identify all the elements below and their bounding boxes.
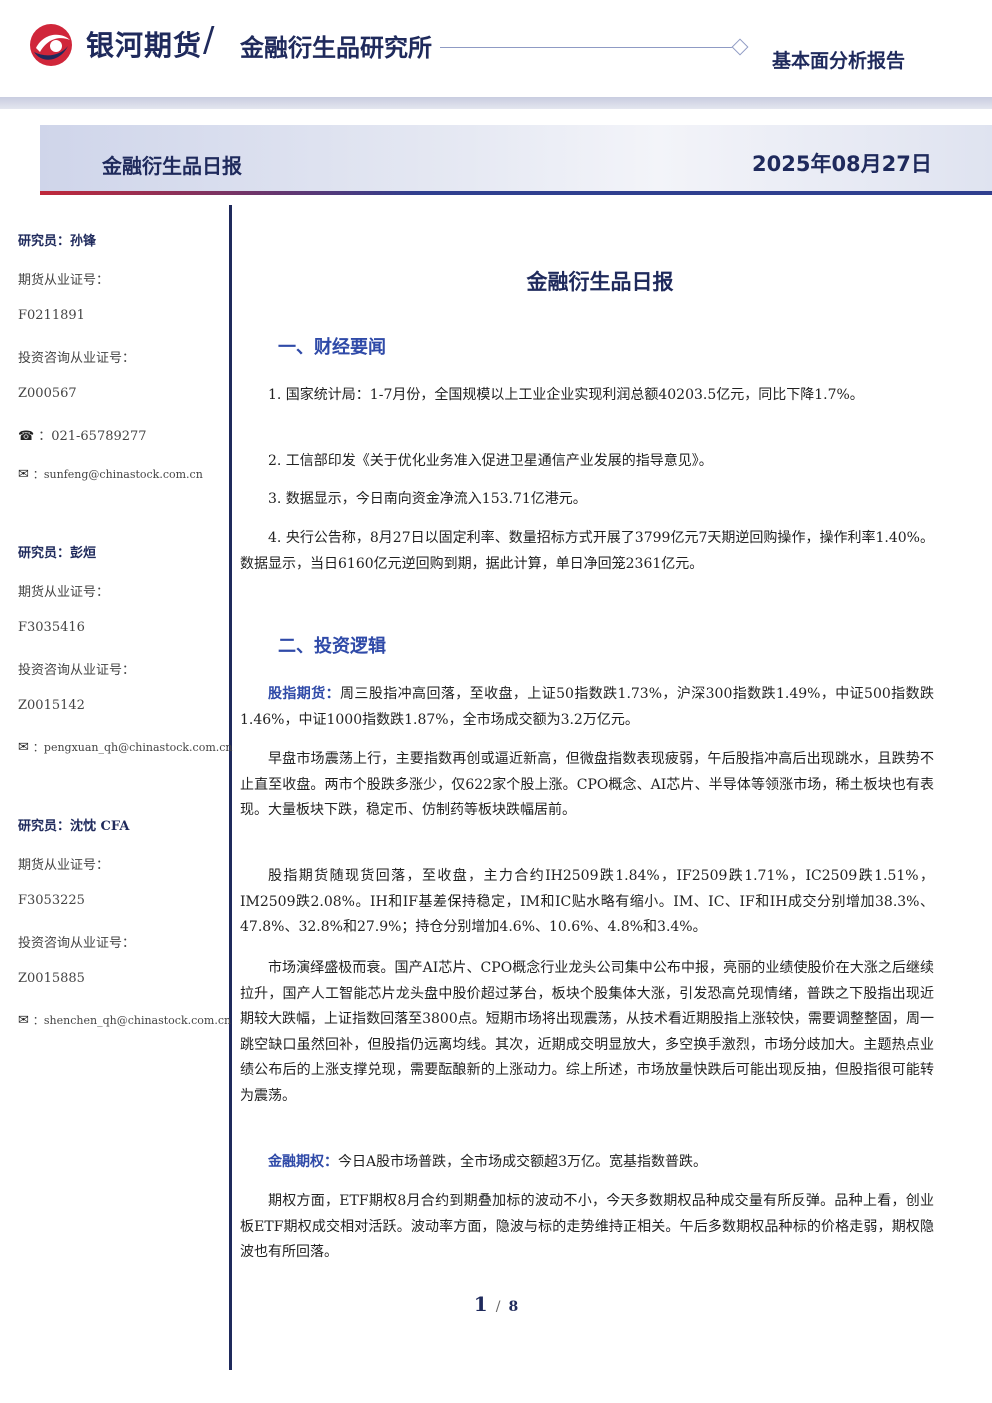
news-item: 1. 国家统计局：1-7月份，全国规模以上工业企业实现利润总额40203.5亿元… (268, 387, 864, 403)
consult-cert-number: Z0015142 (18, 698, 85, 713)
news-item: 2. 工信部印发《关于优化业务准入促进卫星通信产业发展的指导意见》。 (268, 453, 713, 469)
stock-market-paragraph: 早盘市场震荡上行，主要指数再创或逼近新高，但微盘指数表现疲弱，午后股指冲高后出现… (240, 751, 934, 818)
institute-name: 金融衍生品研究所 (240, 34, 432, 62)
report-type: 基本面分析报告 (772, 50, 906, 72)
email-address[interactable]: ：pengxuan_qh@chinastock.com.cn (32, 741, 233, 754)
header-diamond-icon (731, 38, 749, 56)
section-heading-news: 一、财经要闻 (278, 337, 386, 358)
top-header: 银河期货 / 金融衍生品研究所 基本面分析报告 (0, 0, 992, 100)
section-heading-logic: 二、投资逻辑 (278, 636, 386, 657)
phone-number: ：021-65789277 (38, 429, 147, 444)
market-outlook-paragraph: 市场演绎盛极而衰。国产AI芯片、CPO概念行业龙头公司集中公布中报，亮丽的业绩使… (240, 960, 934, 1104)
report-date: 2025年08月27日 (752, 152, 932, 176)
current-page: 1 (473, 1292, 488, 1316)
header-band (0, 97, 992, 109)
email-icon: ✉ (18, 1013, 29, 1028)
page-number: 1 / 8 (0, 1292, 992, 1316)
email-icon: ✉ (18, 467, 29, 482)
email-row: ✉：sunfeng@chinastock.com.cn (18, 466, 203, 482)
futures-cert-label: 期货从业证号： (18, 585, 110, 600)
total-pages: 8 (508, 1299, 519, 1315)
phone-row: ☎：021-65789277 (18, 425, 147, 444)
email-row: ✉：pengxuan_qh@chinastock.com.cn (18, 739, 233, 755)
email-address[interactable]: ：sunfeng@chinastock.com.cn (32, 468, 203, 481)
email-row: ✉：shenchen_qh@chinastock.com.cn (18, 1012, 231, 1028)
header-divider-line (440, 47, 732, 48)
band-title: 金融衍生品日报 (102, 154, 242, 178)
email-address[interactable]: ：shenchen_qh@chinastock.com.cn (32, 1014, 232, 1027)
futures-cert-number: F0211891 (18, 308, 85, 323)
financial-options-text: 今日A股市场普跌，全市场成交额超3万亿。宽基指数普跌。 (338, 1154, 708, 1170)
stock-index-futures-paragraph: 股指期货：周三股指冲高回落，至收盘，上证50指数跌1.73%，沪深300指数跌1… (240, 682, 934, 733)
stock-index-futures-text: 周三股指冲高回落，至收盘，上证50指数跌1.73%，沪深300指数跌1.49%，… (240, 686, 934, 728)
consult-cert-label: 投资咨询从业证号： (18, 936, 136, 951)
title-band (40, 125, 992, 191)
researcher-name: 研究员：彭烜 (18, 546, 97, 561)
financial-options-label: 金融期权： (268, 1154, 338, 1170)
futures-cert-label: 期货从业证号： (18, 273, 110, 288)
consult-cert-label: 投资咨询从业证号： (18, 663, 136, 678)
financial-options-paragraph: 金融期权：今日A股市场普跌，全市场成交额超3万亿。宽基指数普跌。 (240, 1150, 934, 1176)
researcher-name: 研究员：孙锋 (18, 234, 97, 249)
header-slash: / (203, 20, 215, 60)
galaxy-logo-icon (30, 24, 72, 66)
title-band-underline (40, 191, 992, 195)
futures-cert-number: F3053225 (18, 893, 85, 908)
news-item: 3. 数据显示，今日南向资金净流入153.71亿港元。 (268, 491, 587, 507)
sidebar-divider (229, 205, 232, 1370)
futures-cert-label: 期货从业证号： (18, 858, 110, 873)
consult-cert-number: Z0015885 (18, 971, 85, 986)
page-separator: / (495, 1299, 501, 1315)
futures-contract-paragraph: 股指期货随现货回落，至收盘，主力合约IH2509跌1.84%，IF2509跌1.… (240, 868, 934, 935)
phone-icon: ☎ (18, 429, 35, 444)
brand-name: 银河期货 (86, 29, 203, 62)
email-icon: ✉ (18, 740, 29, 755)
consult-cert-label: 投资咨询从业证号： (18, 351, 136, 366)
news-item: 4. 央行公告称，8月27日以固定利率、数量招标方式开展了3799亿元7天期逆回… (240, 530, 934, 572)
consult-cert-number: Z000567 (18, 386, 77, 401)
futures-cert-number: F3035416 (18, 620, 85, 635)
main-title: 金融衍生品日报 (526, 270, 674, 294)
stock-index-futures-label: 股指期货： (268, 686, 341, 702)
options-detail-paragraph: 期权方面，ETF期权8月合约到期叠加标的波动不小，今天多数期权品种成交量有所反弹… (240, 1193, 934, 1260)
researcher-name: 研究员：沈忱 CFA (18, 819, 130, 834)
